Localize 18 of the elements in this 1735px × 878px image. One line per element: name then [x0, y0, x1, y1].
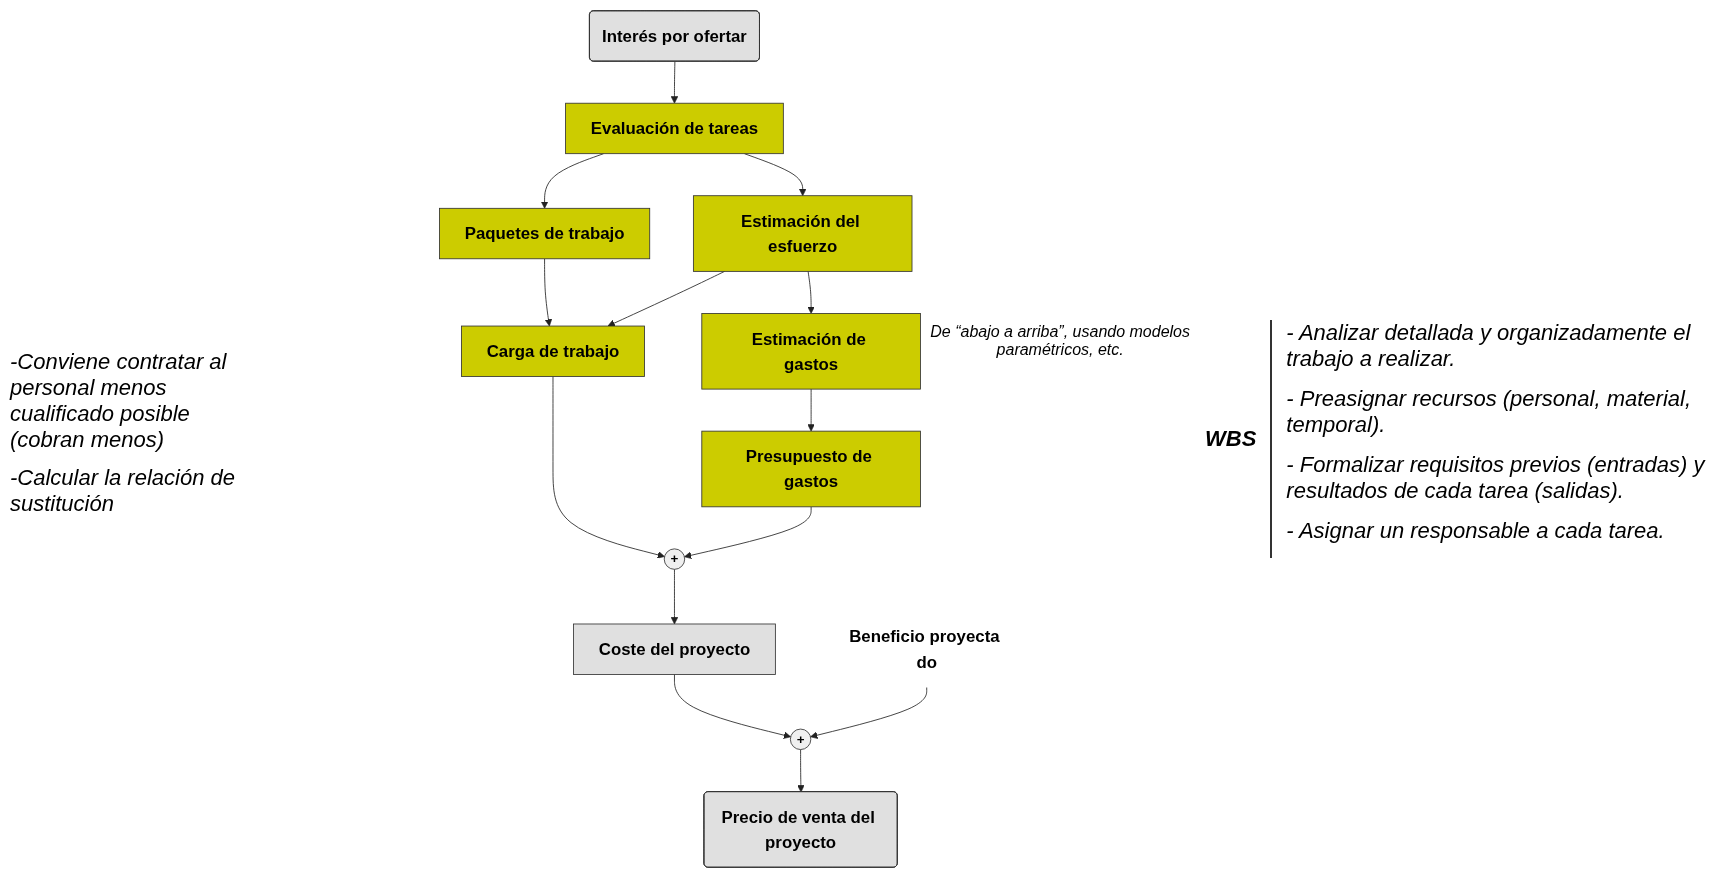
group-label: WBS [1205, 426, 1257, 452]
note-text: -Conviene contratar al personal menos cualificado posible (cobran menos) [10, 349, 228, 453]
node-box: Coste del proyecto [572, 623, 776, 675]
node-box: Presupuesto de gastos [701, 430, 921, 508]
node-circle: + [663, 548, 685, 570]
node-box: Carga de trabajo [460, 325, 645, 377]
bullet-text: - Formalizar requisitos previos (entradas) y resultados de cada tarea (salidas). [1286, 452, 1707, 504]
node-circle: + [789, 728, 811, 750]
node-caption: De “abajo a arriba”, usando modelos paramétricos, etc. [930, 323, 1191, 360]
node-box: Evaluación de tareas [564, 102, 784, 155]
bullet-text: - Asignar un responsable a cada tarea. [1286, 518, 1666, 544]
node-text: Beneficio proyecta do [848, 627, 1000, 672]
node-box: Estimación del esfuerzo [692, 195, 913, 272]
bullet-text: - Analizar detallada y organizadamente el trabajo a realizar. [1286, 320, 1692, 372]
node-box: Paquetes de trabajo [438, 207, 650, 260]
node-box: Estimación de gastos [701, 313, 921, 390]
bullet-text: - Preasignar recursos (personal, material, temporal). [1286, 386, 1693, 438]
note-text: -Calcular la relación de sustitución [10, 465, 236, 517]
